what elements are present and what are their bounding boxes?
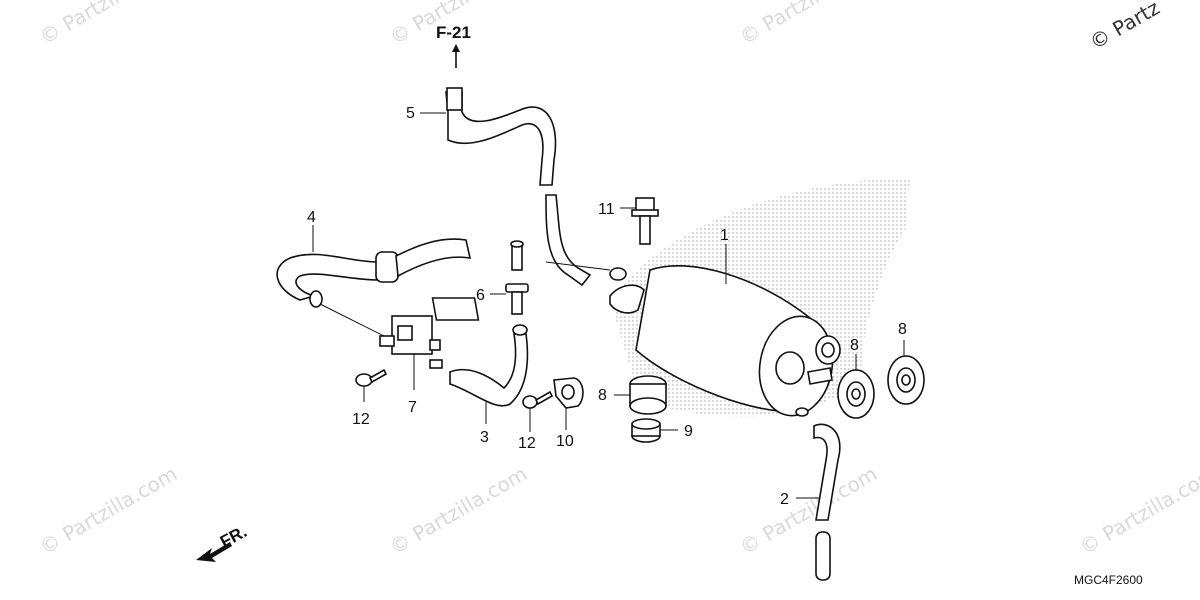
- callout-8: 8: [598, 387, 607, 404]
- callout-4: 4: [307, 209, 316, 226]
- watermark-text: © Partzilla.com: [736, 0, 882, 49]
- watermark-text: © Partzilla.com: [736, 461, 882, 559]
- reference-f21: F-21: [436, 23, 471, 68]
- clamp-part-10: [553, 377, 584, 430]
- front-arrow-icon: [196, 542, 232, 562]
- screw-part-12-right: [522, 390, 554, 432]
- leader-line: [319, 303, 385, 337]
- screw-part-12-left: [355, 368, 388, 402]
- hose-part-4: [276, 225, 472, 308]
- callout-9: 9: [684, 423, 693, 440]
- callout-8: 8: [850, 337, 859, 354]
- canister-part-1: [609, 244, 841, 417]
- watermark-text: © Partzilla.com: [1076, 461, 1200, 559]
- solenoid-valve-part-7: [379, 297, 480, 390]
- collar-part-9: [631, 418, 678, 443]
- callout-12: 12: [518, 435, 536, 452]
- arrowhead-icon: [452, 44, 460, 52]
- callout-10: 10: [556, 433, 574, 450]
- callout-3: 3: [480, 429, 489, 446]
- leader-line: [545, 261, 611, 271]
- watermark-text: © Partzilla.com: [36, 461, 182, 559]
- grommet-part-8-right: [887, 340, 925, 405]
- callout-5: 5: [406, 105, 415, 122]
- watermark-corner-text: © Partz: [1086, 0, 1164, 54]
- grommet-part-8-middle: [837, 354, 875, 419]
- bolt-part-11: [620, 197, 659, 245]
- grommet-part-8-lower: [614, 375, 667, 415]
- hose-part-2: [796, 423, 841, 581]
- hose-segment-upper: [545, 194, 592, 287]
- reference-arrow-label: F-21: [436, 23, 471, 42]
- callout-labels: 1 2 3 4 5 6 7 8 8 8 9 10 11 12 12: [307, 105, 907, 508]
- hose-part-3: [449, 324, 529, 424]
- diagram-code: MGC4F2600: [1074, 573, 1143, 587]
- callout-7: 7: [408, 399, 417, 416]
- callout-1: 1: [720, 227, 729, 244]
- hose-part-5: [420, 87, 557, 186]
- callout-2: 2: [780, 491, 789, 508]
- callout-6: 6: [476, 287, 485, 304]
- callout-11: 11: [598, 201, 615, 218]
- watermark-text: © Partzilla.com: [36, 0, 182, 49]
- front-direction-indicator: FR.: [196, 522, 250, 562]
- watermark-text: © Partzilla.com: [386, 461, 532, 559]
- callout-8: 8: [898, 321, 907, 338]
- callout-12: 12: [352, 411, 370, 428]
- fitting-part-6: [490, 240, 529, 315]
